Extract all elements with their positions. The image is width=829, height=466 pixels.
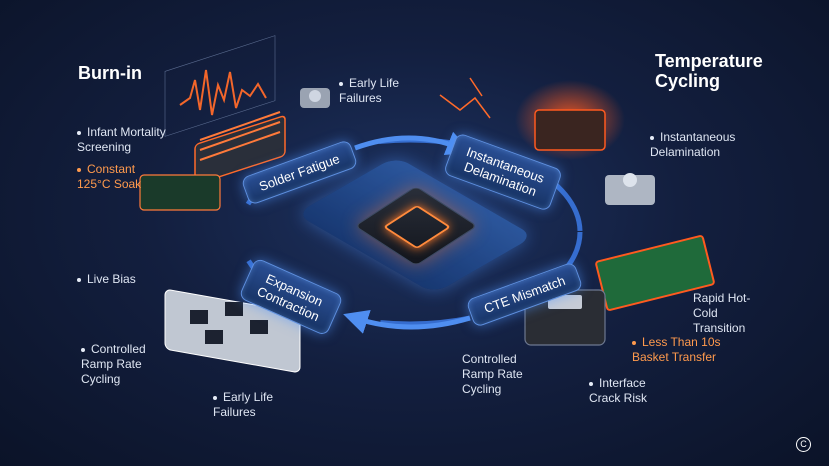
note-rapid-transition: Rapid Hot-Cold Transition <box>693 291 751 335</box>
probe-device <box>605 175 655 205</box>
note-constant-soak: Constant 125°C Soak <box>77 162 142 191</box>
heater-block <box>194 111 286 185</box>
note-live-bias: Live Bias <box>77 272 136 287</box>
note-basket-transfer: Less Than 10s Basket Transfer <box>632 335 721 364</box>
bullet-icon <box>77 167 81 172</box>
bullet-icon <box>81 347 85 352</box>
note-early-life-top: Early Life Failures <box>339 76 400 105</box>
note-interface-crack: Interface Crack Risk <box>589 376 648 405</box>
bullet-icon <box>77 277 81 282</box>
bullet-icon <box>213 395 217 400</box>
note-controlled-ramp-left: Controlled Ramp Rate Cycling <box>81 342 146 386</box>
temperature-cycling-title-line1: Temperature <box>655 51 763 71</box>
note-early-life-bottom: Early Life Failures <box>213 390 274 419</box>
note-controlled-ramp-center: Controlled Ramp Rate Cycling <box>462 352 523 396</box>
temperature-cycling-title-line2: Cycling <box>655 71 721 91</box>
temperature-cycling-title: Temperature Cycling <box>655 51 763 91</box>
hot-chip <box>534 109 606 151</box>
bullet-icon <box>589 381 593 386</box>
pcb-board <box>595 235 715 311</box>
copyright-icon: C <box>796 437 811 452</box>
bullet-icon <box>632 340 636 345</box>
note-infant-mortality: Infant Mortality Screening <box>77 125 166 154</box>
burn-in-title: Burn-in <box>78 63 142 83</box>
waveform-graph <box>164 35 276 137</box>
bullet-icon <box>650 135 654 140</box>
bullet-icon <box>339 81 343 86</box>
burn-in-board <box>139 174 221 211</box>
note-instantaneous-delamination: Instantaneous Delamination <box>650 130 736 159</box>
bullet-icon <box>77 130 81 135</box>
